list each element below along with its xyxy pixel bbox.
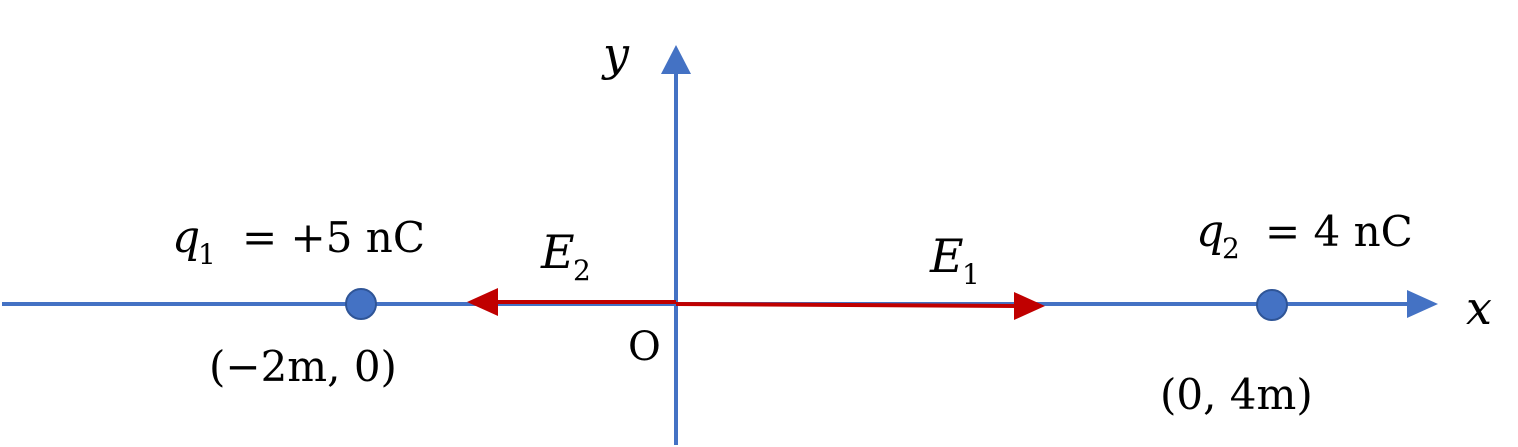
origin-label: O [628,324,661,370]
e1-symbol: E [929,229,964,283]
charge-q2-dot [1256,289,1288,321]
y-axis-label: y [601,27,630,81]
q1-value: = +5 nC [242,213,425,262]
q1-label: q 1 = +5 nC [172,212,425,271]
y-axis [661,45,691,445]
q1-coordinates: (−2m, 0) [209,342,397,391]
e2-subscript: 2 [573,254,591,287]
y-axis-arrowhead-icon [661,45,691,74]
e1-vector [675,292,1045,320]
e1-label: E 1 [929,229,980,291]
q1-subscript: 1 [198,238,216,271]
e2-vector [467,288,676,316]
e2-symbol: E [540,225,575,279]
e2-label: E 2 [540,225,591,287]
q2-value: = 4 nC [1265,207,1413,256]
x-axis-label: x [1466,281,1492,335]
charge-q1-dot [345,288,377,320]
e1-subscript: 1 [962,258,980,291]
q2-coordinates: (0, 4m) [1160,370,1313,419]
e1-arrowhead-icon [1014,292,1045,320]
q2-subscript: 2 [1222,232,1240,265]
e2-arrowhead-icon [467,288,498,316]
q2-symbol: q [1196,206,1224,257]
q1-symbol: q [172,212,200,263]
x-axis-arrowhead-icon [1407,290,1438,318]
q2-label: q 2 = 4 nC [1196,206,1413,265]
